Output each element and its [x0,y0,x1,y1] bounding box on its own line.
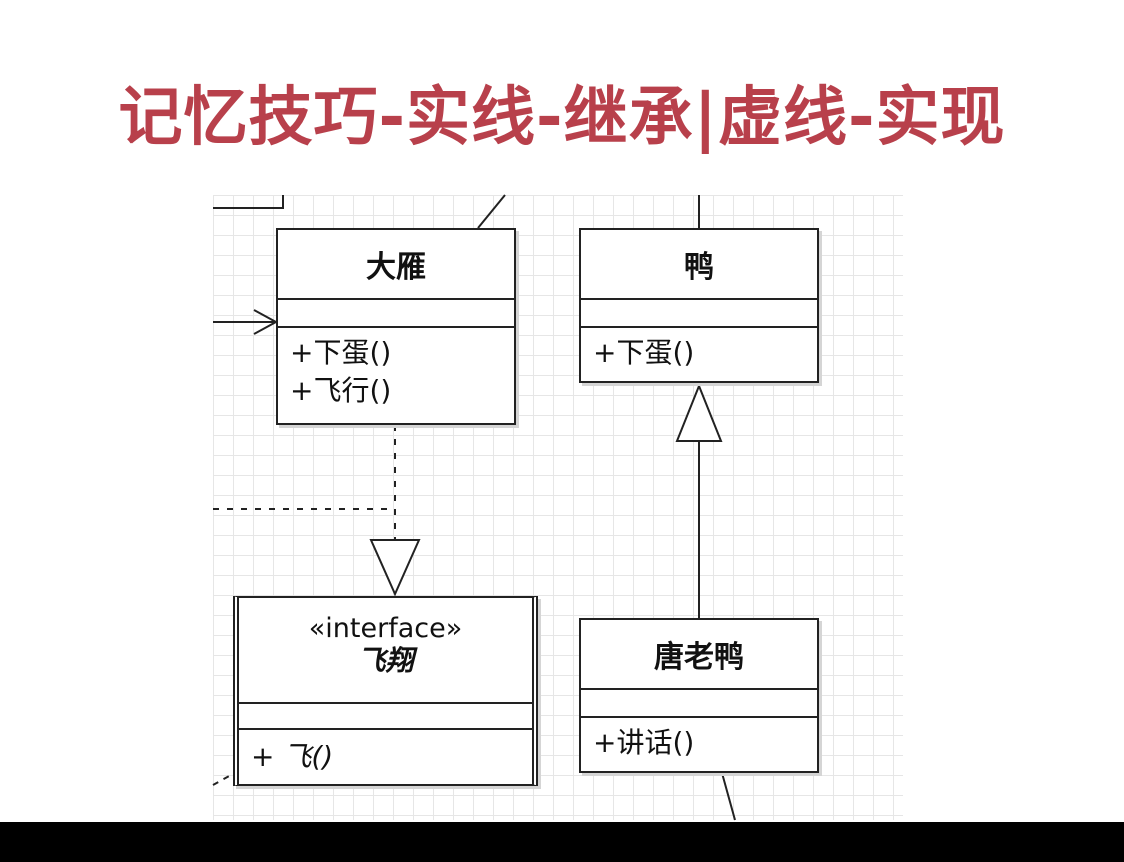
stereotype-label: «interface» [308,613,463,644]
association-line-bottom [721,772,736,821]
operation: +讲话() [593,726,695,759]
attributes-compartment [581,298,817,326]
interface-name: 飞翔 [357,644,414,677]
operations-compartment: +下蛋() [581,326,817,372]
class-dayan[interactable]: 大雁 +下蛋() +飞行() [276,228,516,425]
class-name: 唐老鸭 [654,640,744,675]
operations-compartment: +讲话() [581,716,817,762]
attributes-compartment [581,688,817,716]
operation: +下蛋() [593,336,695,369]
operations-compartment: +下蛋() +飞行() [278,326,514,410]
class-name: 鸭 [684,250,714,285]
interface-feixiang[interactable]: «interface» 飞翔 + 飞() [233,596,538,786]
partial-box-edge [213,195,284,209]
association-line-top [477,194,506,229]
generalization-arrow-head [675,383,723,442]
class-name: 大雁 [366,250,426,285]
class-ya[interactable]: 鸭 +下蛋() [579,228,819,383]
operation: +下蛋() [290,336,392,369]
attributes-compartment [239,702,532,728]
bottom-bar [0,822,1124,862]
operation: +飞行() [290,374,392,407]
operation: + 飞() [251,740,334,773]
class-tanglaoya[interactable]: 唐老鸭 +讲话() [579,618,819,773]
attributes-compartment [278,298,514,326]
interface-header: «interface» 飞翔 [239,598,532,702]
realization-arrow-head [369,539,421,597]
page-title: 记忆技巧-实线-继承|虚线-实现 [118,81,1006,155]
operations-compartment: + 飞() [239,728,532,776]
